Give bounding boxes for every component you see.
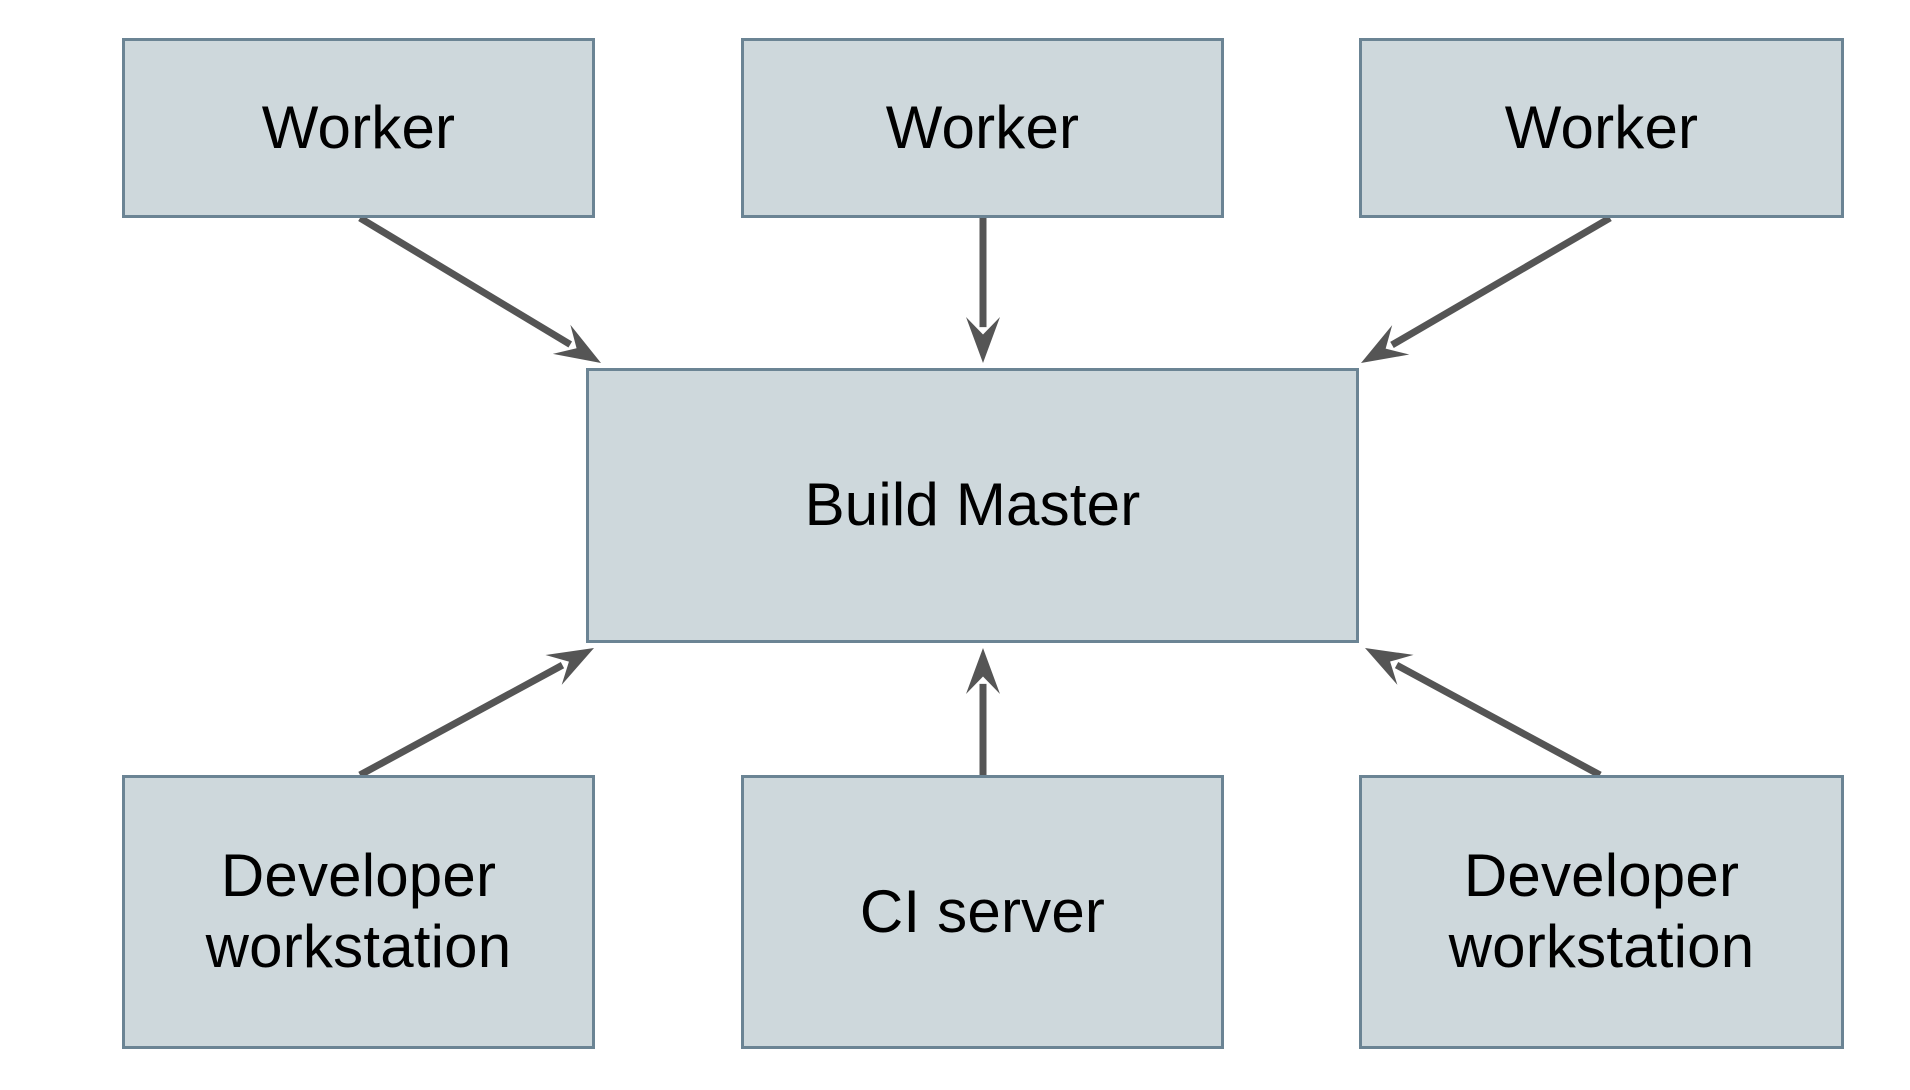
edge-arrowhead-icon [1365, 648, 1414, 685]
edge-arrowhead-icon [1361, 325, 1410, 363]
node-label: CI server [859, 877, 1106, 945]
node-worker-3[interactable]: Worker [1359, 38, 1844, 218]
node-label: Developer workstation [1448, 842, 1755, 980]
node-worker-1[interactable]: Worker [122, 38, 595, 218]
node-developer-workstation-2[interactable]: Developer workstation [1359, 775, 1844, 1049]
edge-line [358, 662, 565, 779]
node-worker-2[interactable]: Worker [741, 38, 1224, 218]
node-label: Build Master [804, 471, 1141, 539]
edge-line [1390, 214, 1612, 348]
node-developer-workstation-1[interactable]: Developer workstation [122, 775, 595, 1049]
node-label: Worker [885, 93, 1080, 161]
edge-dev-workstation-1-to-build-master [358, 648, 594, 779]
edge-arrowhead-icon [966, 648, 1000, 694]
edge-worker-1-to-build-master [358, 215, 601, 363]
edge-arrowhead-icon [966, 317, 1000, 363]
node-label: Worker [1504, 93, 1699, 161]
node-ci-server[interactable]: CI server [741, 775, 1224, 1049]
edge-worker-3-to-build-master [1361, 214, 1612, 363]
edge-arrowhead-icon [545, 648, 594, 685]
node-label: Worker [261, 93, 456, 161]
edge-line [1394, 661, 1602, 779]
edge-dev-workstation-2-to-build-master [1365, 648, 1602, 779]
node-label: Developer workstation [205, 842, 512, 980]
node-build-master[interactable]: Build Master [586, 368, 1359, 643]
edge-worker-2-to-build-master [966, 218, 1000, 363]
edge-line [358, 215, 573, 348]
edge-arrowhead-icon [552, 324, 601, 363]
edge-ci-server-to-build-master [966, 648, 1000, 775]
